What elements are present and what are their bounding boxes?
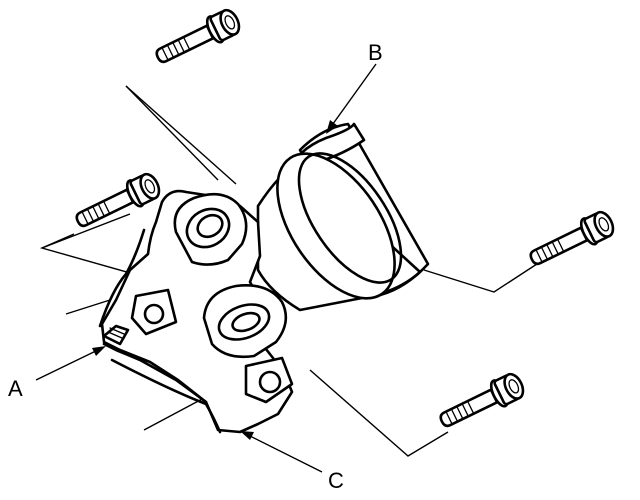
arrow-b-line [329,63,377,129]
arrow-a-head [92,346,106,356]
leader-top-bolt-diag [125,85,237,185]
bolt-right [524,206,619,274]
leader-bottom-left [143,397,205,431]
callout-label-c: C [328,468,344,493]
bolt-lower-right [434,368,529,436]
flange-plate [100,189,294,434]
upper-ear [173,192,248,266]
leader-right-bolt [423,261,541,293]
lower-ear [202,284,288,359]
callout-label-b: B [368,40,383,65]
arrow-c-head [240,431,254,440]
bolt-top [150,4,245,72]
leader-top-bolt [125,85,219,181]
arrow-a-line [35,347,103,381]
arrow-b-head [326,120,338,134]
arrow-c-line [245,433,323,473]
bolt-upper-left [70,168,165,236]
leader-lower-right-bolt [309,369,449,457]
alignment-leaders [39,85,541,457]
leader-left-bolt-b [41,213,131,249]
spring-pin [102,324,130,346]
leader-mid-left [65,299,111,315]
flange-yoke [98,122,430,434]
callout-arrows [35,63,377,473]
callout-label-a: A [8,376,23,401]
